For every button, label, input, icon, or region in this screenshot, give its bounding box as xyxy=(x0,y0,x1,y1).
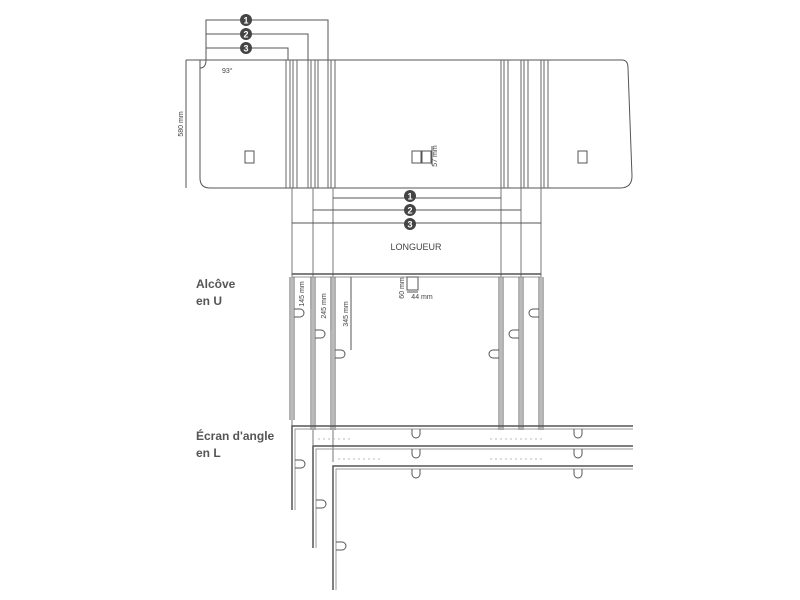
center-slot xyxy=(406,276,419,291)
svg-text:3: 3 xyxy=(407,220,412,230)
u-alcove-feet xyxy=(294,308,539,359)
slot-height-label: 60 mm xyxy=(399,277,406,299)
svg-text:1: 1 xyxy=(243,16,248,26)
guide-lines xyxy=(291,188,542,462)
svg-text:2: 2 xyxy=(243,30,248,40)
l-corner-feet xyxy=(295,429,583,551)
l-corner-title: Écran d'angle en L xyxy=(196,428,274,462)
foot-1-label: 145 mm xyxy=(299,281,306,306)
marker-3-bottom: 3 xyxy=(404,218,416,230)
bracket-1-top xyxy=(205,19,329,60)
length-label: LONGUEUR xyxy=(390,242,442,252)
l-corner-shapes xyxy=(291,425,633,590)
svg-text:1: 1 xyxy=(407,192,412,202)
slot-width-label: 44 mm xyxy=(411,294,433,301)
slot-right xyxy=(577,150,588,164)
slot-center-b xyxy=(421,150,432,164)
slot-center-a xyxy=(411,150,422,164)
marker-1-top: 1 xyxy=(240,14,252,26)
foot-2-label: 245 mm xyxy=(321,293,328,318)
bracket-3-top xyxy=(206,47,289,60)
u-alcove-title-line2: en U xyxy=(196,294,223,308)
svg-text:3: 3 xyxy=(243,44,248,54)
panel-height-label: 580 mm xyxy=(178,111,185,136)
l-corner-dashes xyxy=(318,438,545,460)
marker-1-bottom: 1 xyxy=(404,190,416,202)
u-alcove-title-line1: Alcôve xyxy=(196,277,236,291)
u-alcove-legs xyxy=(289,277,544,430)
angle-label: 93° xyxy=(222,67,233,75)
marker-2-bottom: 2 xyxy=(404,204,416,216)
foot-3-label: 345 mm xyxy=(343,301,350,326)
marker-3-top: 3 xyxy=(240,42,252,54)
panel-outline xyxy=(186,59,633,189)
u-alcove-title: Alcôve en U xyxy=(196,276,235,310)
angle-arc xyxy=(199,59,207,69)
panel-hinge-lines xyxy=(285,60,549,188)
l-corner-title-line2: en L xyxy=(196,446,221,460)
slot-left xyxy=(244,150,255,164)
bracket-2-top xyxy=(206,33,309,60)
svg-text:2: 2 xyxy=(407,206,412,216)
marker-2-top: 2 xyxy=(240,28,252,40)
l-corner-title-line1: Écran d'angle xyxy=(196,429,275,443)
u-alcove-dims xyxy=(310,277,352,350)
hinge-height-label: 57 mm xyxy=(432,145,439,167)
